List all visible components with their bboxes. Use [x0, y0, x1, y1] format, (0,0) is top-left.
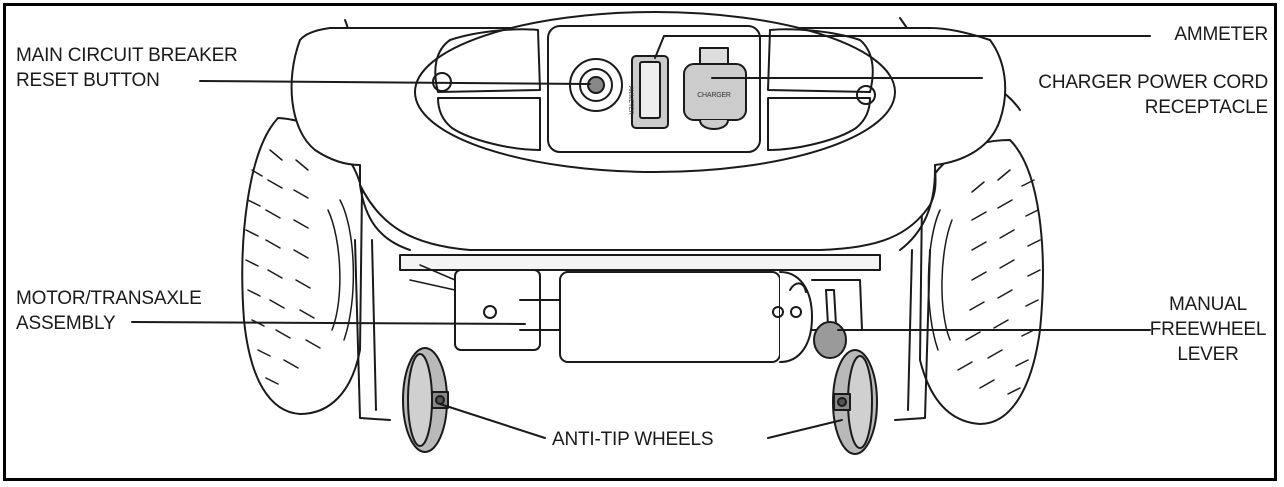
left-rear-tire	[241, 117, 363, 415]
label-manual-freewheel: MANUAL FREEWHEEL LEVER	[1148, 292, 1268, 367]
leader-anti-tip-right	[767, 419, 843, 439]
frame-left-strut	[354, 239, 391, 421]
right-rear-tire	[919, 139, 1044, 425]
leader-anti-tip-left	[439, 403, 546, 439]
ammeter-gauge	[631, 55, 669, 129]
shroud-lower-right	[899, 169, 936, 251]
right-reflector	[856, 85, 876, 105]
label-line: AMMETER	[1174, 24, 1268, 45]
label-main-circuit-breaker: MAIN CIRCUIT BREAKER RESET BUTTON	[16, 43, 238, 93]
label-line: MOTOR/TRANSAXLE	[16, 288, 202, 309]
label-charger-receptacle: CHARGER POWER CORD RECEPTACLE	[1038, 70, 1268, 120]
shroud-lower-left	[359, 184, 411, 251]
label-line: LEVER	[1177, 344, 1239, 365]
leader-motor	[131, 321, 526, 325]
leader-lines	[131, 35, 1151, 439]
leader-circuit-breaker	[199, 80, 591, 85]
label-line: MANUAL	[1169, 294, 1247, 315]
label-line: ASSEMBLY	[16, 313, 116, 334]
left-anti-tip-wheel	[402, 347, 449, 453]
label-line: MAIN CIRCUIT BREAKER	[16, 45, 238, 66]
motor-transaxle	[399, 254, 881, 363]
label-ammeter: AMMETER	[1174, 22, 1268, 47]
label-anti-tip-wheels: ANTI-TIP WHEELS	[552, 427, 714, 452]
label-line: RESET BUTTON	[16, 70, 160, 91]
label-line: ANTI-TIP WHEELS	[552, 429, 714, 450]
circuit-breaker-button	[569, 58, 623, 112]
charger-port-text: CHARGER	[697, 92, 731, 99]
freewheel-lever	[813, 289, 847, 359]
frame-right-strut	[894, 249, 931, 421]
ammeter-face-text: AMMETER	[627, 86, 633, 115]
label-line: RECEPTACLE	[1144, 97, 1268, 118]
leader-ammeter-elbow	[654, 35, 665, 59]
right-anti-tip-wheel	[832, 349, 878, 455]
label-line: FREEWHEEL	[1149, 319, 1267, 340]
label-line: CHARGER POWER CORD	[1038, 72, 1268, 93]
label-motor-transaxle: MOTOR/TRANSAXLE ASSEMBLY	[16, 286, 202, 336]
frame-left-inner	[371, 239, 377, 411]
